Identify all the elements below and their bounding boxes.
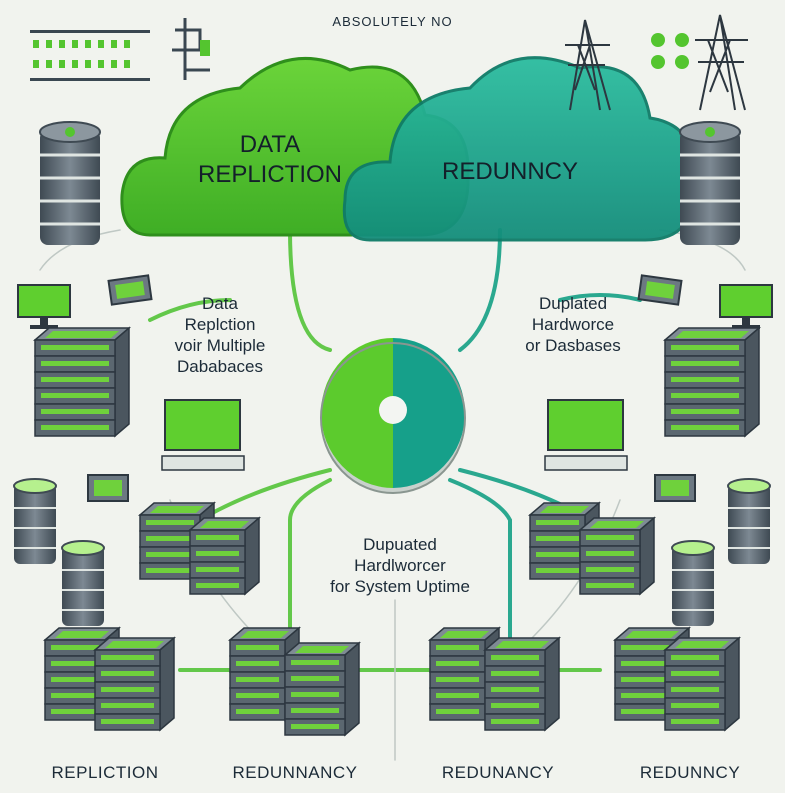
connector-line [458, 228, 502, 352]
device-box-icon [107, 274, 153, 306]
power-tower-icon [695, 14, 748, 111]
bottom-label-redundancy-1: REDUNNANCY [232, 763, 358, 782]
capR-line: Duplated [538, 294, 608, 313]
cloudL-line: DATA [239, 131, 301, 158]
server-racks [32, 326, 762, 737]
capC-line: Hardlworcer [354, 556, 446, 575]
capC-line: Dupuated [363, 535, 437, 554]
disk-icon [320, 338, 466, 494]
database-icon [671, 540, 715, 626]
device-box-icon [654, 474, 696, 502]
connector-line [288, 478, 332, 642]
capR-line: or Dasbases [525, 336, 621, 355]
device-box-icon [87, 474, 129, 502]
cloud-left-title: DATA REPLICTION [150, 130, 390, 190]
cloudL-line: REPLICTION [197, 161, 343, 188]
circuit-trace-icon [172, 18, 210, 80]
database-icon [727, 478, 771, 564]
server-rack-icon [92, 636, 177, 732]
database-icon [39, 121, 101, 245]
monitor-icon [544, 399, 628, 471]
bottom-label-redundancy-3: REDUNNCY [639, 763, 741, 782]
capL-line: Replction [184, 315, 256, 334]
server-rack-icon [662, 326, 762, 438]
server-rack-icon [187, 516, 262, 596]
status-dots-icon [651, 33, 689, 69]
server-rack-icon [482, 636, 562, 732]
top-note: ABSOLUTELY NO [332, 14, 453, 29]
capR-line: Hardworce [531, 315, 615, 334]
connector-line [148, 298, 232, 322]
capL-line: Dababaces [176, 357, 263, 376]
monitor-icon [161, 399, 245, 471]
server-rack-icon [662, 636, 742, 732]
connector-line [558, 293, 642, 302]
database-icon [679, 121, 741, 245]
server-rack-icon [42, 626, 122, 722]
connector-line [288, 228, 332, 352]
server-rack-icon [32, 326, 132, 438]
capL-line: voir Multiple [174, 336, 266, 355]
cloud-right-title: REDUNNCY [441, 158, 578, 185]
database-icon [13, 478, 57, 564]
connector-line [448, 478, 512, 642]
circuit-panel-icon [30, 30, 150, 81]
server-rack-icon [282, 641, 362, 737]
bottom-label-redundancy-2: REDUNANCY [441, 763, 555, 782]
bottom-label-replication: REPLICTION [51, 763, 159, 782]
database-icon [61, 540, 105, 626]
connector-line [198, 468, 332, 522]
monitor-icon [719, 284, 773, 329]
capL-line: Data [202, 294, 238, 313]
monitor-icon [17, 284, 71, 329]
power-tower-icon [565, 19, 611, 111]
device-box-icon [637, 274, 683, 306]
server-rack-icon [577, 516, 657, 596]
capC-line: for System Uptime [330, 577, 470, 596]
